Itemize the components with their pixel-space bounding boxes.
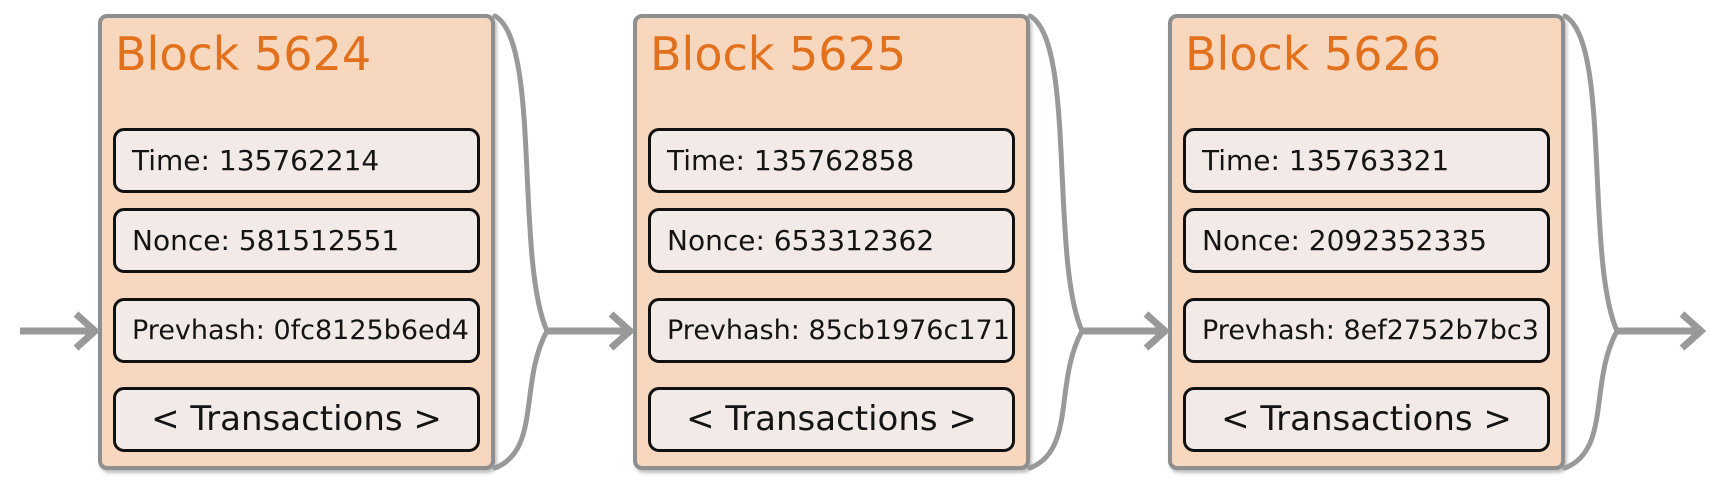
transactions-field: < Transactions > [113,387,480,452]
time-label: Time: [132,144,210,177]
time-field: Time: 135763321 [1183,128,1550,193]
hash-brace-arrow-icon [492,13,636,471]
prevhash-label: Prevhash: [667,315,800,346]
transactions-field: < Transactions > [648,387,1015,452]
block-title: Block 5625 [650,27,907,81]
block-title: Block 5624 [115,27,372,81]
block-card-5625: Block 5625 Time: 135762858 Nonce: 653312… [633,14,1030,470]
prevhash-value: 85cb1976c171 [808,315,1010,346]
nonce-label: Nonce: [667,224,765,257]
prevhash-value: 8ef2752b7bc3 [1343,315,1539,346]
hash-brace-arrow-icon [1027,13,1171,471]
transactions-label: < Transactions > [151,399,442,439]
prevhash-label: Prevhash: [132,315,265,346]
transactions-label: < Transactions > [1221,399,1512,439]
prevhash-field: Prevhash: 0fc8125b6ed4 [113,298,480,363]
time-field: Time: 135762214 [113,128,480,193]
prevhash-field: Prevhash: 85cb1976c171 [648,298,1015,363]
nonce-value: 653312362 [773,224,935,257]
prevhash-label: Prevhash: [1202,315,1335,346]
nonce-value: 2092352335 [1308,224,1487,257]
time-value: 135762214 [218,144,380,177]
nonce-label: Nonce: [132,224,230,257]
block-card-5626: Block 5626 Time: 135763321 Nonce: 209235… [1168,14,1565,470]
nonce-value: 581512551 [238,224,400,257]
time-field: Time: 135762858 [648,128,1015,193]
prevhash-field: Prevhash: 8ef2752b7bc3 [1183,298,1550,363]
nonce-field: Nonce: 2092352335 [1183,208,1550,273]
time-label: Time: [1202,144,1280,177]
time-value: 135762858 [753,144,915,177]
nonce-field: Nonce: 653312362 [648,208,1015,273]
nonce-label: Nonce: [1202,224,1300,257]
block-title: Block 5626 [1185,27,1442,81]
inbound-arrow-icon [20,311,101,351]
transactions-field: < Transactions > [1183,387,1550,452]
time-value: 135763321 [1288,144,1450,177]
prevhash-value: 0fc8125b6ed4 [273,315,469,346]
hash-brace-arrow-icon [1562,13,1707,471]
block-card-5624: Block 5624 Time: 135762214 Nonce: 581512… [98,14,495,470]
time-label: Time: [667,144,745,177]
transactions-label: < Transactions > [686,399,977,439]
nonce-field: Nonce: 581512551 [113,208,480,273]
